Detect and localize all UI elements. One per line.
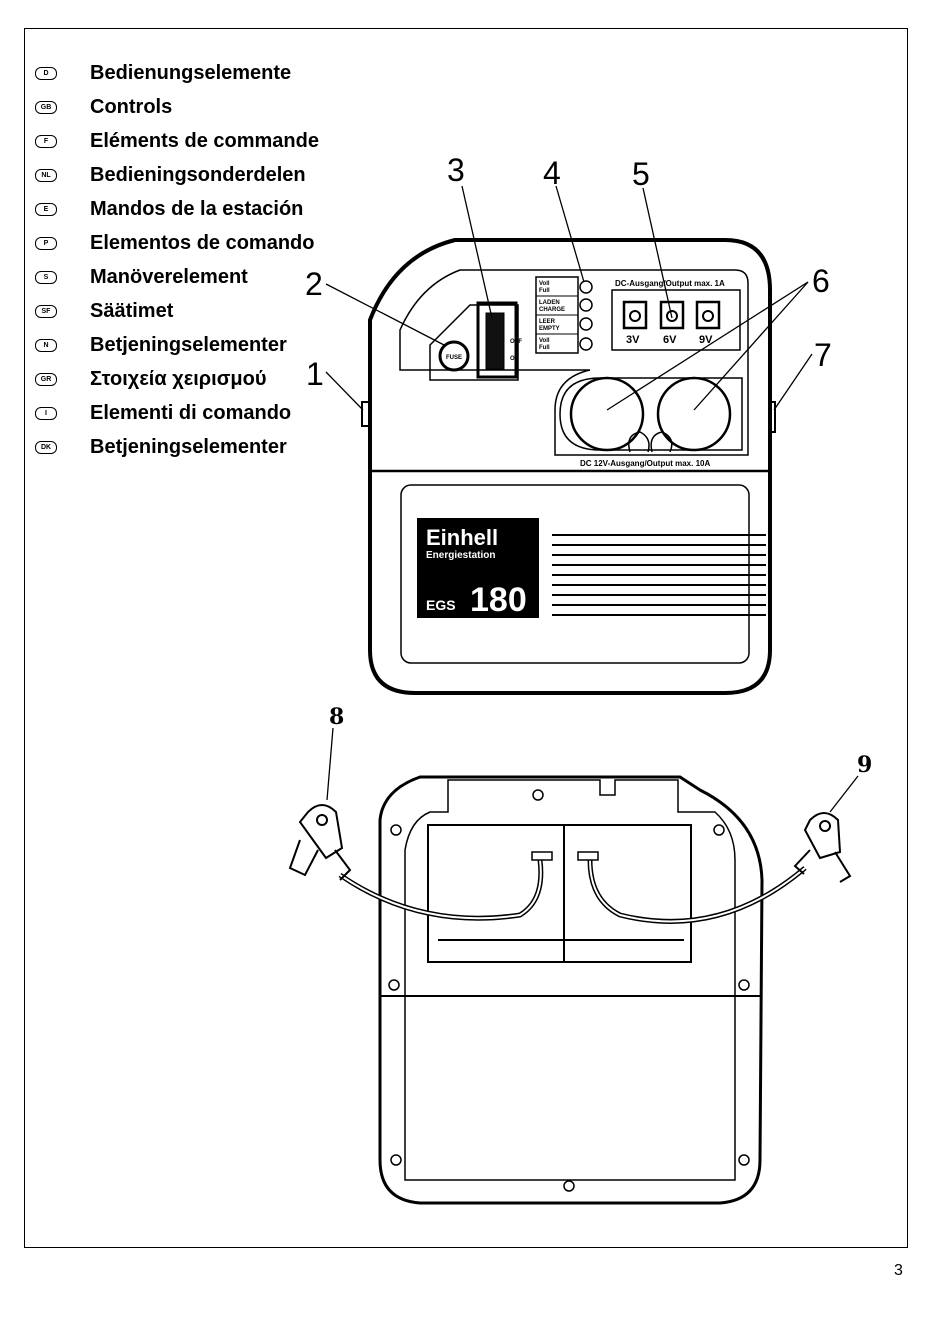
language-code-badge: I bbox=[35, 406, 57, 420]
language-item: F Eléments de commande bbox=[35, 124, 319, 158]
power-switch-frame bbox=[476, 301, 518, 379]
led-label-line: Full bbox=[539, 345, 550, 351]
callout-7: 7 bbox=[814, 337, 832, 373]
volt-label-3v: 3V bbox=[626, 334, 640, 346]
page-frame bbox=[24, 28, 908, 1248]
language-item: DK Betjeningselementer bbox=[35, 430, 319, 464]
product-name: Energiestation bbox=[426, 550, 495, 561]
housing-outline bbox=[368, 238, 772, 695]
battery-compartment bbox=[427, 824, 692, 963]
language-item: SF Säätimet bbox=[35, 294, 319, 328]
dc12-socket-left[interactable] bbox=[569, 376, 645, 452]
language-list: D Bedienungselemente GB Controls F Eléments… bbox=[35, 56, 319, 464]
callout-leaders bbox=[325, 185, 859, 813]
led-indicator-empty bbox=[579, 317, 593, 331]
led-label-line: EMPTY bbox=[539, 326, 560, 332]
language-code-badge: DK bbox=[35, 440, 57, 454]
language-code-badge: NL bbox=[35, 168, 57, 182]
led-indicator-full-2 bbox=[579, 337, 593, 351]
socket-3v[interactable] bbox=[622, 300, 648, 330]
model-prefix: EGS bbox=[426, 597, 456, 613]
control-panel bbox=[399, 269, 749, 456]
socket-9v[interactable] bbox=[695, 300, 721, 330]
led-label-line: Voll bbox=[539, 338, 550, 344]
side-jack-right[interactable] bbox=[769, 401, 776, 433]
rear-view-device bbox=[288, 775, 852, 1205]
brand-logo: Einhell bbox=[426, 525, 498, 550]
rear-housing bbox=[378, 775, 764, 1205]
callout-2: 2 bbox=[305, 266, 323, 302]
language-item: GB Controls bbox=[35, 90, 319, 124]
language-item: N Betjeningselementer bbox=[35, 328, 319, 362]
callout-6: 6 bbox=[812, 263, 830, 299]
callout-9: 9 bbox=[857, 752, 872, 778]
language-code-badge: S bbox=[35, 270, 57, 284]
language-label: Controls bbox=[90, 95, 173, 118]
led-label-line: LEER bbox=[539, 319, 556, 325]
volt-label-6v: 6V bbox=[663, 334, 677, 346]
page-number: 3 bbox=[894, 1262, 903, 1279]
language-item: GR Στοιχεία χειρισμού bbox=[35, 362, 319, 396]
led-label-line: Voll bbox=[539, 281, 550, 287]
fuse-holder[interactable] bbox=[438, 340, 470, 372]
language-label: Betjeningselementer bbox=[90, 333, 287, 356]
side-jack-left[interactable] bbox=[361, 401, 370, 427]
led-label-line: CHARGE bbox=[539, 307, 565, 313]
language-item: I Elementi di comando bbox=[35, 396, 319, 430]
language-code-badge: F bbox=[35, 134, 57, 148]
callout-3: 3 bbox=[447, 152, 465, 188]
language-code-badge: SF bbox=[35, 304, 57, 318]
fuse-recess bbox=[429, 304, 519, 381]
dc-output-panel bbox=[611, 289, 741, 351]
language-label: Manöverelement bbox=[90, 265, 248, 288]
language-item: E Mandos de la estación bbox=[35, 192, 319, 226]
power-switch[interactable] bbox=[485, 312, 505, 370]
language-label: Elementos de comando bbox=[90, 231, 315, 254]
language-label: Στοιχεία χειρισμού bbox=[90, 367, 267, 390]
language-item: P Elementos de comando bbox=[35, 226, 319, 260]
language-label: Mandos de la estación bbox=[90, 197, 304, 220]
rear-inner-panel bbox=[404, 779, 736, 1181]
front-view-device bbox=[361, 238, 776, 695]
switch-on-label: ON bbox=[510, 356, 519, 362]
cable-left bbox=[338, 859, 544, 921]
language-code-badge: E bbox=[35, 202, 57, 216]
language-item: S Manöverelement bbox=[35, 260, 319, 294]
clamp-left[interactable] bbox=[288, 804, 352, 881]
language-code-badge: P bbox=[35, 236, 57, 250]
language-item: D Bedienungselemente bbox=[35, 56, 319, 90]
callout-1: 1 bbox=[306, 356, 324, 392]
led-indicator-full bbox=[579, 280, 593, 294]
callout-8: 8 bbox=[329, 704, 344, 730]
brand-plate bbox=[417, 518, 539, 618]
vent-grille bbox=[552, 534, 766, 616]
language-label: Bedieningsonderdelen bbox=[90, 163, 306, 186]
fuse-label: FUSE bbox=[446, 355, 462, 361]
switch-off-label: OFF bbox=[510, 339, 522, 345]
language-code-badge: GB bbox=[35, 100, 57, 114]
dc-output-label: DC-Ausgang/Output max. 1A bbox=[615, 279, 725, 288]
language-code-badge: N bbox=[35, 338, 57, 352]
language-code-badge: D bbox=[35, 66, 57, 80]
socket-6v[interactable] bbox=[659, 300, 685, 330]
dc12-socket-right[interactable] bbox=[656, 376, 732, 452]
callout-4: 4 bbox=[543, 155, 561, 191]
led-label-line: Full bbox=[539, 288, 550, 294]
dc12-recess bbox=[559, 377, 743, 451]
led-indicator-charge bbox=[579, 298, 593, 312]
language-label: Bedienungselemente bbox=[90, 61, 292, 84]
volt-label-9v: 9V bbox=[699, 334, 713, 346]
led-label-line: LADEN bbox=[539, 300, 560, 306]
language-code-badge: GR bbox=[35, 372, 57, 386]
language-label: Elementi di comando bbox=[90, 401, 292, 424]
language-label: Säätimet bbox=[90, 299, 174, 322]
model-number: 180 bbox=[470, 581, 527, 619]
callout-5: 5 bbox=[632, 156, 650, 192]
clamp-right[interactable] bbox=[793, 812, 852, 883]
language-item: NL Bedieningsonderdelen bbox=[35, 158, 319, 192]
language-label: Betjeningselementer bbox=[90, 435, 287, 458]
language-label: Eléments de commande bbox=[90, 129, 319, 152]
dc12-output-label: DC 12V-Ausgang/Output max. 10A bbox=[580, 459, 710, 468]
